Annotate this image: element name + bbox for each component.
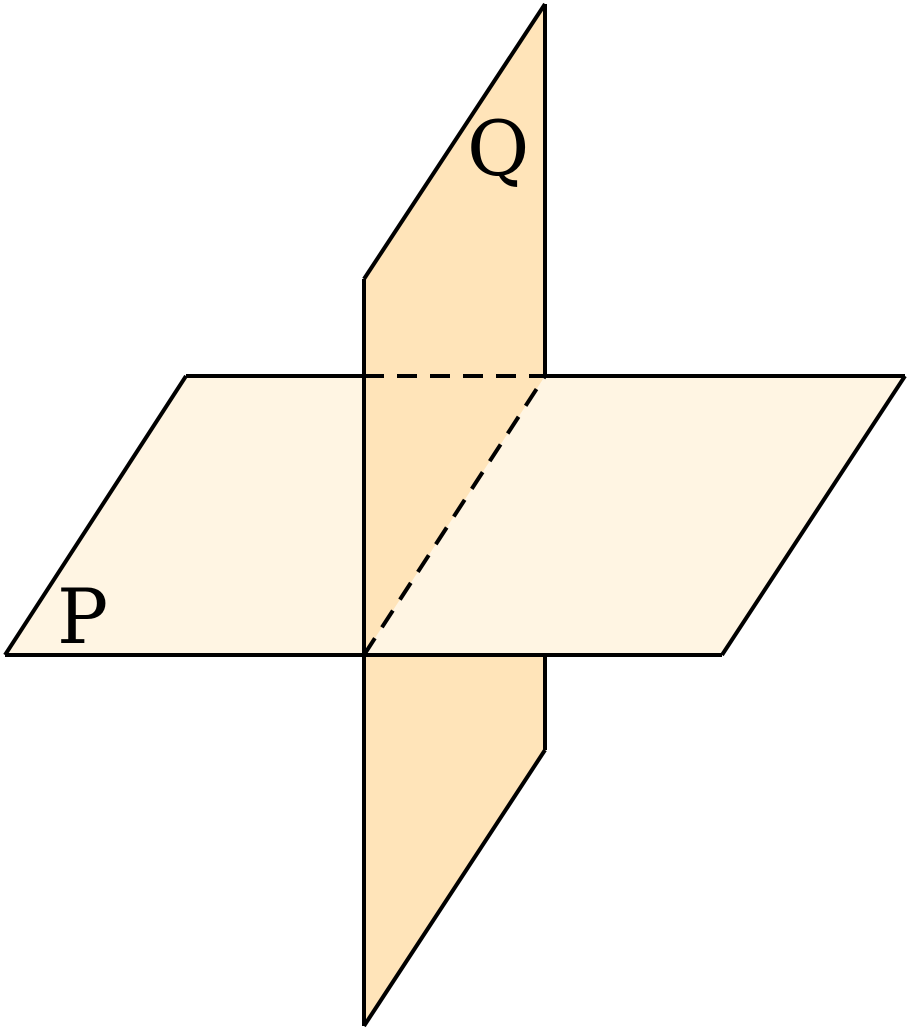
- plane-q-upper: [364, 4, 545, 655]
- plane-q-lower: [364, 655, 545, 1026]
- intersection-line: [362, 374, 547, 657]
- plane-q-label: Q: [467, 104, 529, 193]
- plane-p-left-edge: [3, 374, 188, 657]
- plane-p-label: P: [57, 572, 108, 661]
- plane-p-right-edge: [720, 374, 907, 657]
- plane-q-top-edge: [362, 2, 547, 281]
- plane-q-bottom-edge: [362, 748, 547, 1028]
